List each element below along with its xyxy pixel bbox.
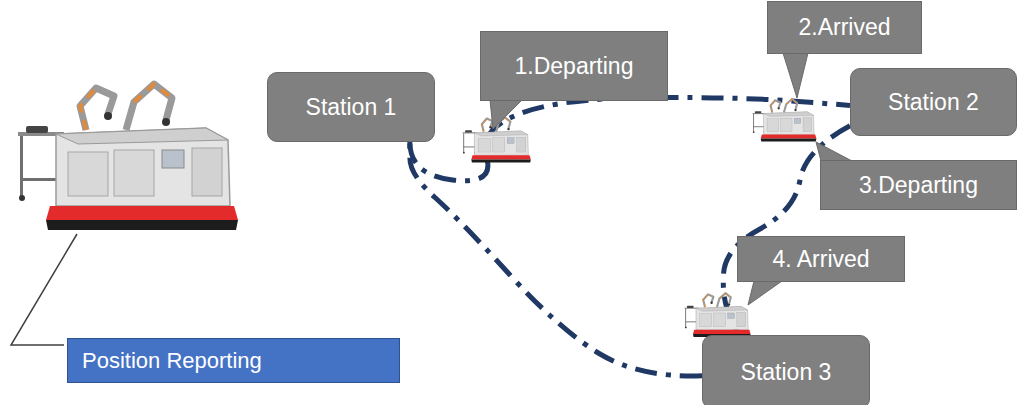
node-text: 4. Arrived [772, 246, 869, 273]
node-text: Station 2 [888, 89, 979, 116]
status-callout: 4. Arrived [737, 236, 905, 282]
node-text: Position Reporting [82, 348, 262, 374]
node-text: 3.Departing [859, 172, 978, 199]
label-box: Position Reporting [67, 338, 400, 383]
node-text: Station 1 [306, 94, 397, 121]
node-text: Station 3 [741, 359, 832, 386]
node-text: 2.Arrived [798, 14, 890, 41]
station-box: Station 3 [702, 335, 870, 405]
status-callout: 1.Departing [480, 31, 668, 101]
station-box: Station 2 [850, 68, 1017, 136]
status-callout: 3.Departing [820, 160, 1017, 210]
station-box: Station 1 [267, 72, 435, 142]
route-path [410, 142, 702, 376]
node-text: 1.Departing [515, 53, 634, 80]
route-path [410, 97, 850, 180]
status-callout: 2.Arrived [767, 1, 922, 54]
